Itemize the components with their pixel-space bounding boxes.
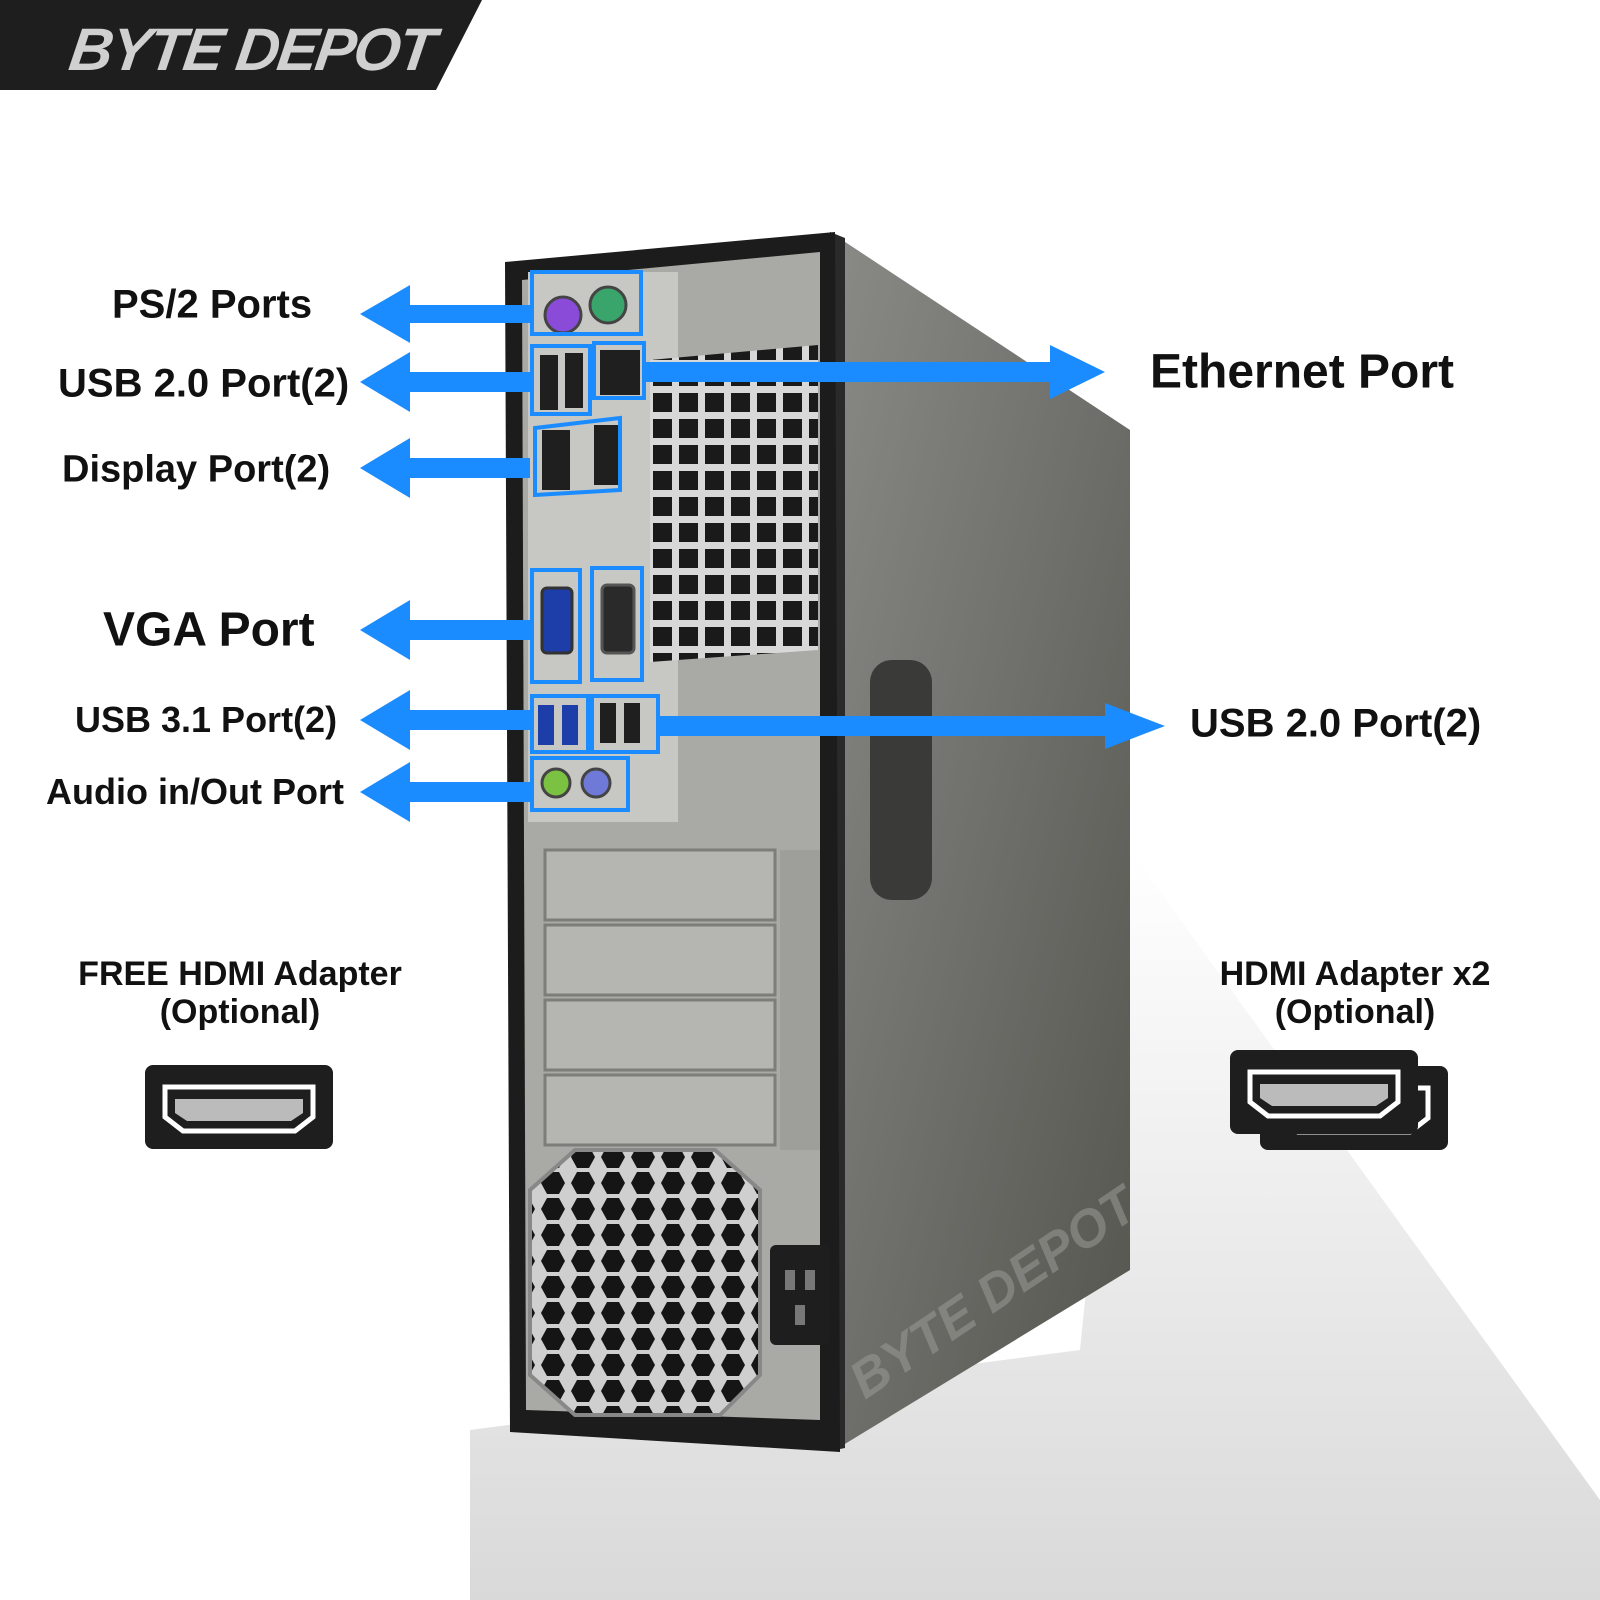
brand-banner	[0, 0, 482, 90]
vga-icon	[540, 586, 574, 655]
usb-icon	[540, 353, 583, 410]
ethernet-icon	[600, 350, 640, 395]
hdmi-adapter-x2-optional: (Optional)	[1274, 993, 1436, 1031]
displayport-icon	[542, 425, 622, 490]
free-hdmi-adapter-optional: (Optional)	[159, 993, 321, 1031]
audio-port-label: Audio in/Out Port	[46, 771, 344, 812]
free-hdmi-adapter-title: FREE HDMI Adapter	[78, 955, 402, 993]
ps2-ports-label: PS/2 Ports	[112, 282, 313, 327]
display-port-label: Display Port(2)	[62, 448, 331, 491]
free-hdmi-adapter-caption: FREE HDMI Adapter (Optional)	[60, 955, 420, 1031]
usb-icon	[538, 703, 640, 745]
hdmi-port-double-icon	[1230, 1050, 1448, 1150]
usb31-port-label: USB 3.1 Port(2)	[75, 699, 338, 740]
hdmi-adapter-x2-title: HDMI Adapter x2	[1219, 955, 1491, 993]
vga-port-label: VGA Port	[103, 603, 315, 657]
audio-jack-icon	[540, 767, 612, 799]
hdmi-adapter-x2-caption: HDMI Adapter x2 (Optional)	[1190, 955, 1520, 1031]
serial-icon	[600, 583, 636, 655]
ethernet-port-label: Ethernet Port	[1150, 345, 1455, 399]
usb20-right-label: USB 2.0 Port(2)	[1190, 701, 1482, 746]
hdmi-port-icon	[145, 1065, 333, 1149]
usb20-left-label: USB 2.0 Port(2)	[58, 361, 350, 406]
